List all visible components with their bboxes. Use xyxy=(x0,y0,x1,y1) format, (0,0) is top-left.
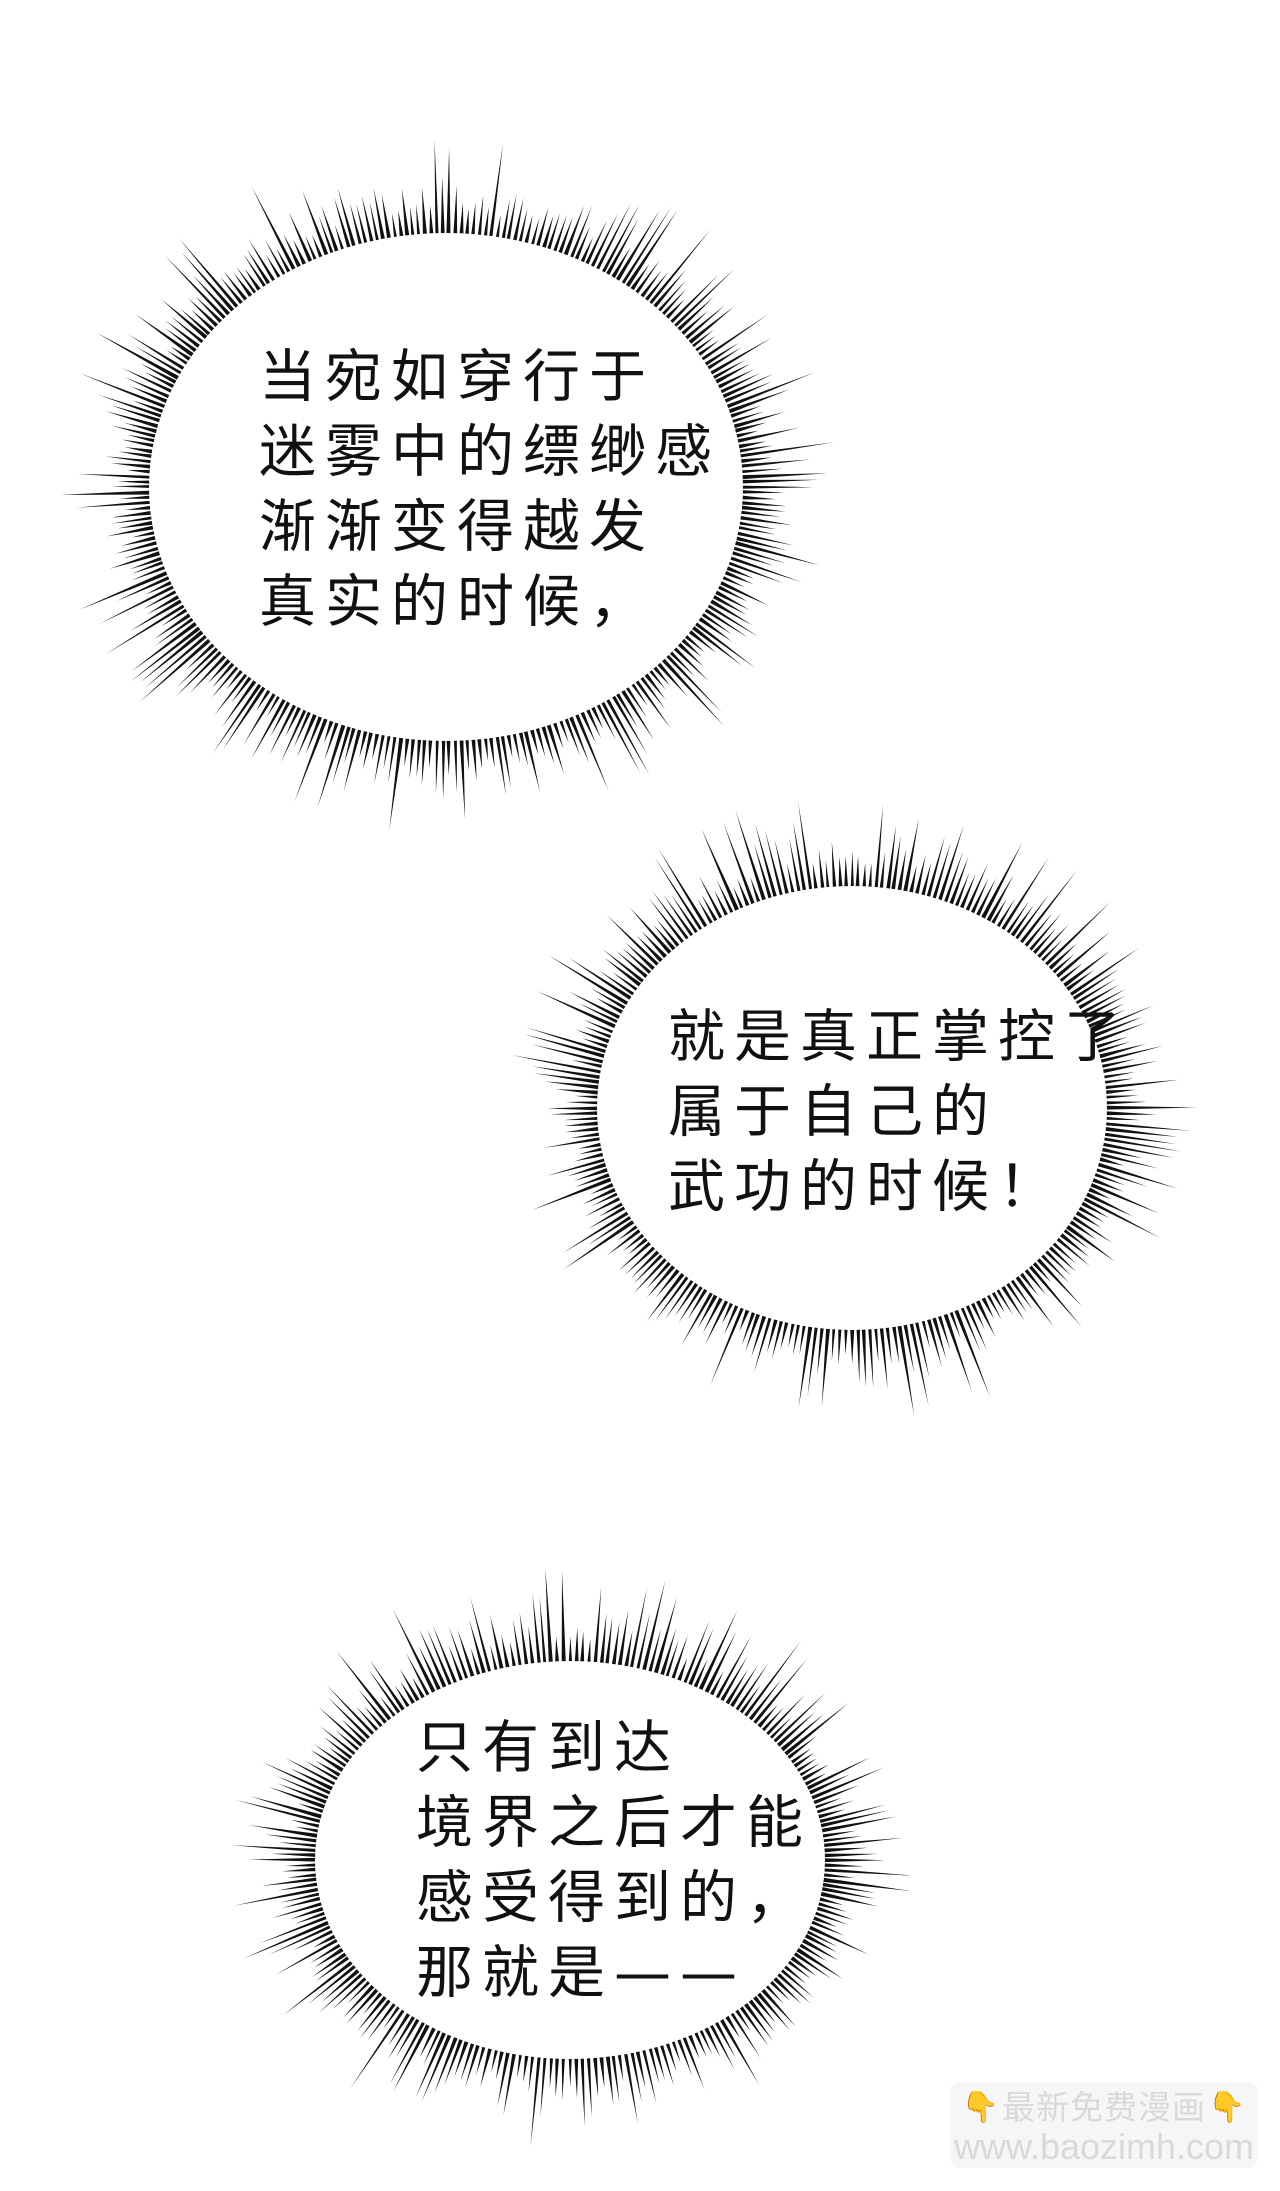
bubble-1-line-4: 真实的时候， xyxy=(259,569,655,635)
starburst-bubble-2 xyxy=(511,801,1197,1417)
bubble-3-text: 只有到达 境界之后才能 感受得到的， 那就是—— xyxy=(416,1711,812,2011)
bubble-1-text: 当宛如穿行于 迷雾中的缥缈感 渐渐变得越发 真实的时候， xyxy=(259,340,721,640)
bubble-2-line-2: 属于自己的 xyxy=(668,1079,998,1145)
pointing-down-hand-icon: 👇 xyxy=(961,2090,1000,2125)
bubble-2-line-1: 就是真正掌控了 xyxy=(668,1004,1130,1070)
watermark-url[interactable]: www.baozimh.com xyxy=(953,2126,1255,2167)
bubble-3-line-1: 只有到达 xyxy=(416,1715,680,1781)
bubble-2-line-3: 武功的时候！ xyxy=(668,1154,1064,1220)
bubble-1-line-2: 迷雾中的缥缈感 xyxy=(259,419,721,485)
bubble-2-text: 就是真正掌控了 属于自己的 武功的时候！ xyxy=(668,1000,1130,1225)
watermark-promo-text: 最新免费漫画 xyxy=(1002,2088,1206,2127)
bubble-3-line-4: 那就是—— xyxy=(416,1940,746,2006)
bubble-3-line-2: 境界之后才能 xyxy=(416,1790,812,1856)
bubble-1-line-3: 渐渐变得越发 xyxy=(259,494,655,560)
bubble-3-line-3: 感受得到的， xyxy=(416,1865,812,1931)
pointing-down-hand-icon: 👇 xyxy=(1208,2090,1247,2125)
bubble-1-line-1: 当宛如穿行于 xyxy=(259,344,655,410)
starburst-bubble-1 xyxy=(60,139,835,830)
starburst-bubble-3 xyxy=(231,1568,913,2147)
site-watermark[interactable]: 👇最新免费漫画👇 www.baozimh.com xyxy=(950,2082,1258,2168)
watermark-promo-line: 👇最新免费漫画👇 xyxy=(950,2088,1258,2128)
